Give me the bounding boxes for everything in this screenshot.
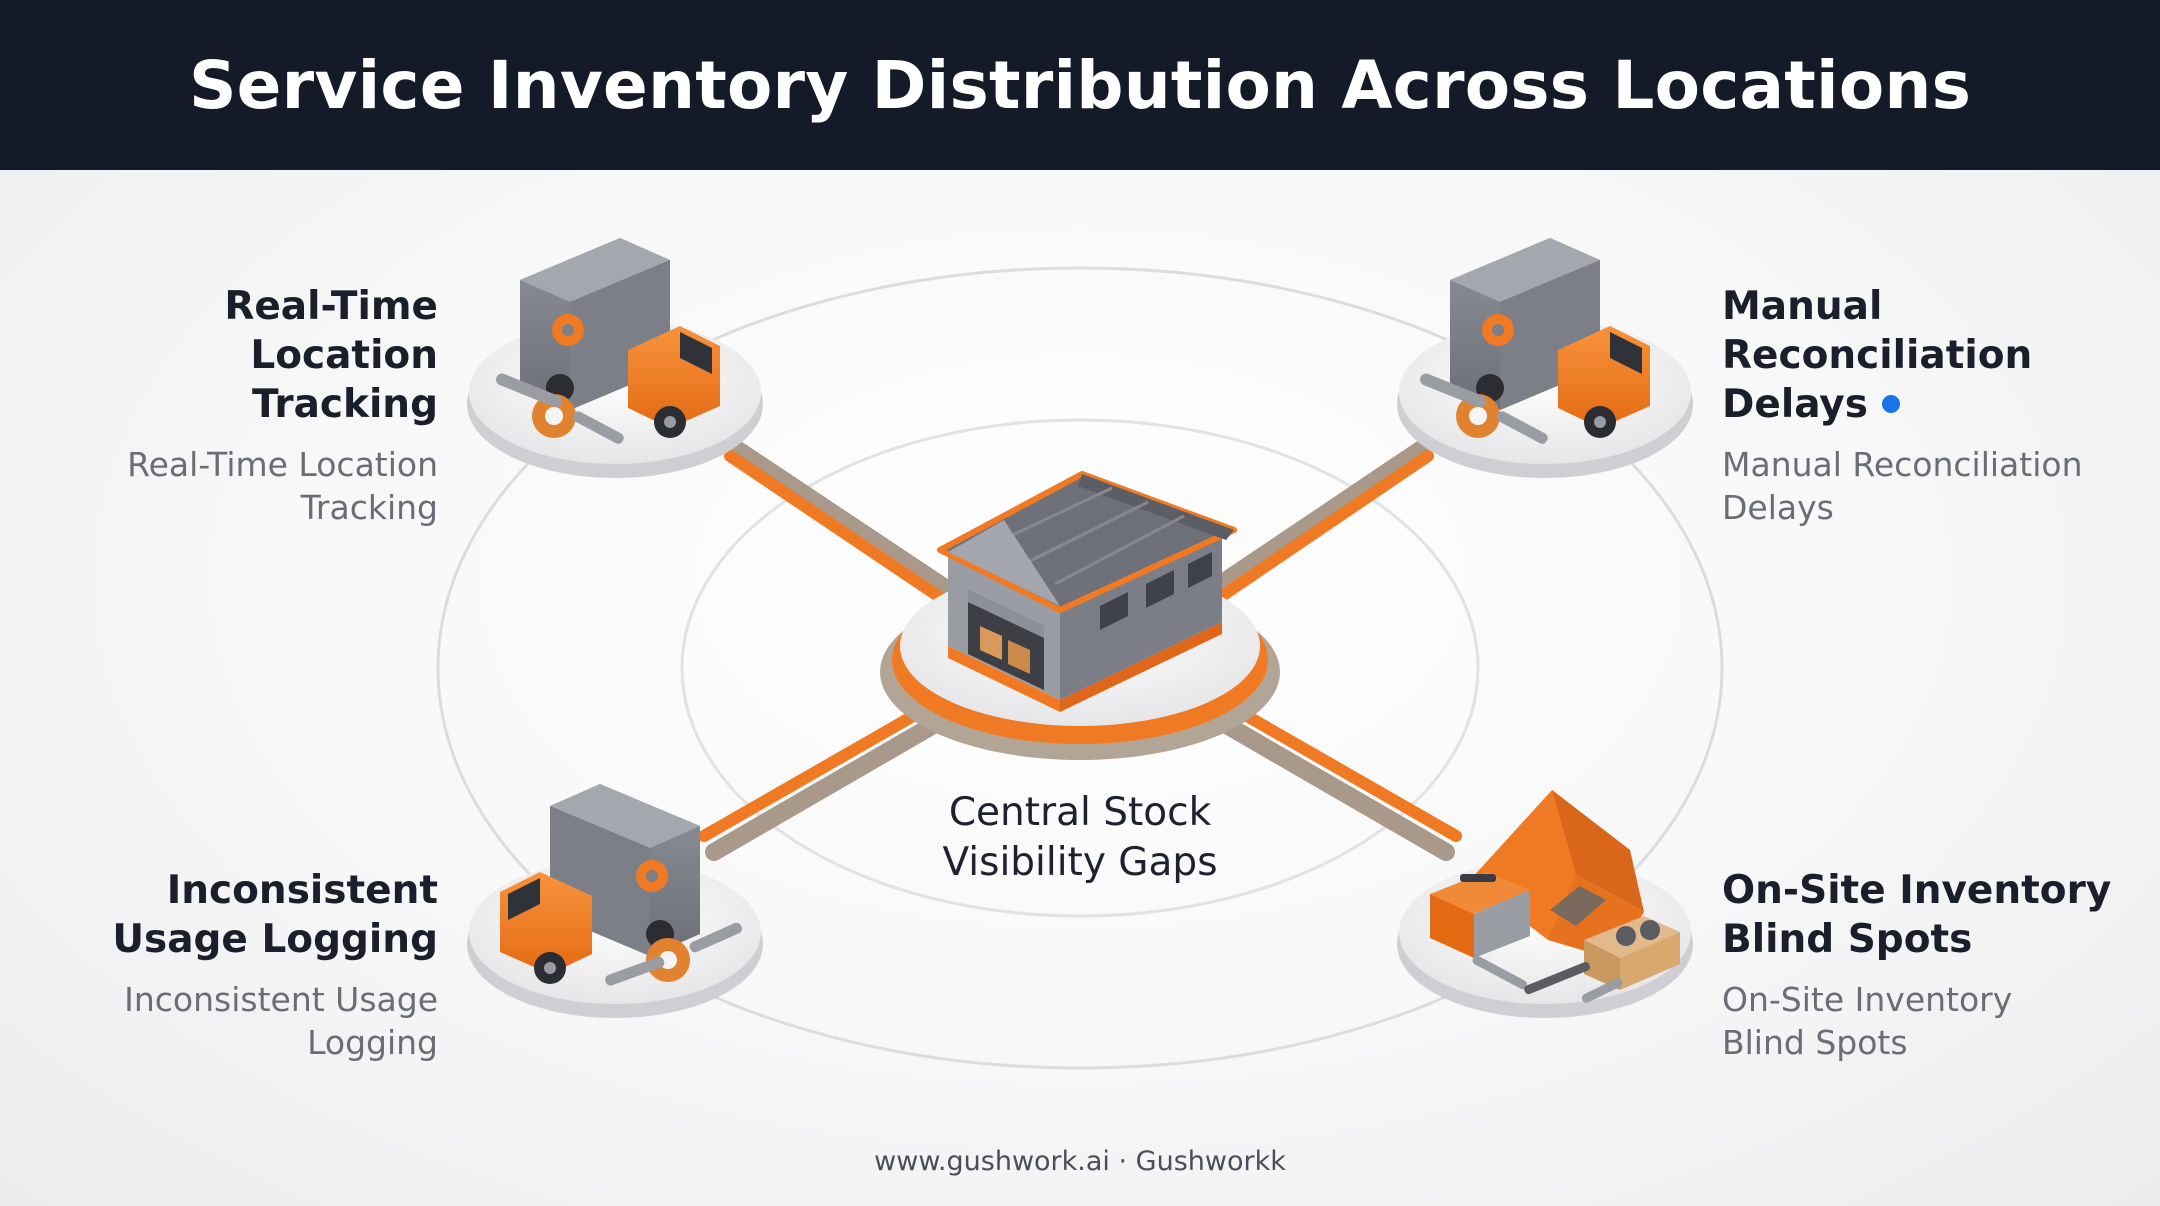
- tent-toolbox-icon: [1430, 790, 1680, 1003]
- gear-wrench-icon: [605, 922, 743, 986]
- node-subtitle: Inconsistent Usage Logging: [90, 978, 438, 1064]
- title-line: On-Site Inventory: [1722, 868, 2112, 913]
- node-title: Real-Time Location Tracking: [90, 282, 438, 429]
- delivery-truck-icon: [520, 238, 720, 438]
- header-bar: Service Inventory Distribution Across Lo…: [0, 0, 2160, 170]
- subtitle-line: Delays: [1722, 488, 1834, 527]
- center-label-line: Visibility Gaps: [942, 840, 1218, 885]
- node-subtitle: Manual Reconciliation Delays: [1722, 443, 2122, 529]
- title-line: Manual: [1722, 284, 1883, 329]
- center-label: Central Stock Visibility Gaps: [880, 788, 1280, 888]
- node-title: On-Site Inventory Blind Spots: [1722, 866, 2122, 964]
- title-line: Inconsistent: [166, 868, 438, 913]
- page-title: Service Inventory Distribution Across Lo…: [188, 46, 1972, 124]
- subtitle-line: Inconsistent Usage: [124, 980, 438, 1019]
- gear-wrench-icon: [1420, 373, 1548, 444]
- title-line: Blind Spots: [1722, 917, 1973, 962]
- title-line: Delays: [1722, 382, 1868, 427]
- title-line: Tracking: [252, 382, 438, 427]
- node-label-top-right: Manual Reconciliation Delays Manual Reco…: [1722, 282, 2122, 529]
- node-title: Inconsistent Usage Logging: [90, 866, 438, 964]
- title-line: Usage Logging: [112, 917, 438, 962]
- inner-orbit-ring: [680, 418, 1480, 918]
- title-line: Reconciliation: [1722, 333, 2033, 378]
- subtitle-line: On-Site Inventory: [1722, 980, 2013, 1019]
- delivery-truck-icon: [1450, 238, 1650, 438]
- subtitle-line: Tracking: [300, 488, 438, 527]
- footer-credit: www.gushwork.ai · Gushworkk: [874, 1146, 1286, 1177]
- connector-top-right: [1204, 429, 1447, 610]
- node-title: Manual Reconciliation Delays: [1722, 282, 2122, 429]
- warehouse-icon: [937, 471, 1237, 712]
- gear-wrench-icon: [496, 373, 624, 444]
- title-line: Location: [250, 333, 438, 378]
- subtitle-line: Real-Time Location: [127, 445, 438, 484]
- subtitle-line: Blind Spots: [1722, 1023, 1908, 1062]
- node-label-top-left: Real-Time Location Tracking Real-Time Lo…: [90, 282, 438, 529]
- title-line: Real-Time: [224, 284, 438, 329]
- outer-orbit-ring: [436, 266, 1724, 1070]
- subtitle-line: Manual Reconciliation: [1722, 445, 2083, 484]
- subtitle-line: Logging: [307, 1023, 438, 1062]
- node-label-bottom-right: On-Site Inventory Blind Spots On-Site In…: [1722, 866, 2122, 1064]
- connector-bottom-left: [698, 698, 951, 861]
- node-subtitle: Real-Time Location Tracking: [90, 443, 438, 529]
- connector-top-left: [711, 429, 956, 610]
- delivery-truck-icon: [500, 784, 700, 984]
- status-dot-icon: [1881, 394, 1900, 413]
- connector-bottom-right: [1209, 698, 1462, 861]
- node-label-bottom-left: Inconsistent Usage Logging Inconsistent …: [90, 866, 438, 1064]
- node-subtitle: On-Site Inventory Blind Spots: [1722, 978, 2122, 1064]
- center-label-line: Central Stock: [948, 790, 1212, 835]
